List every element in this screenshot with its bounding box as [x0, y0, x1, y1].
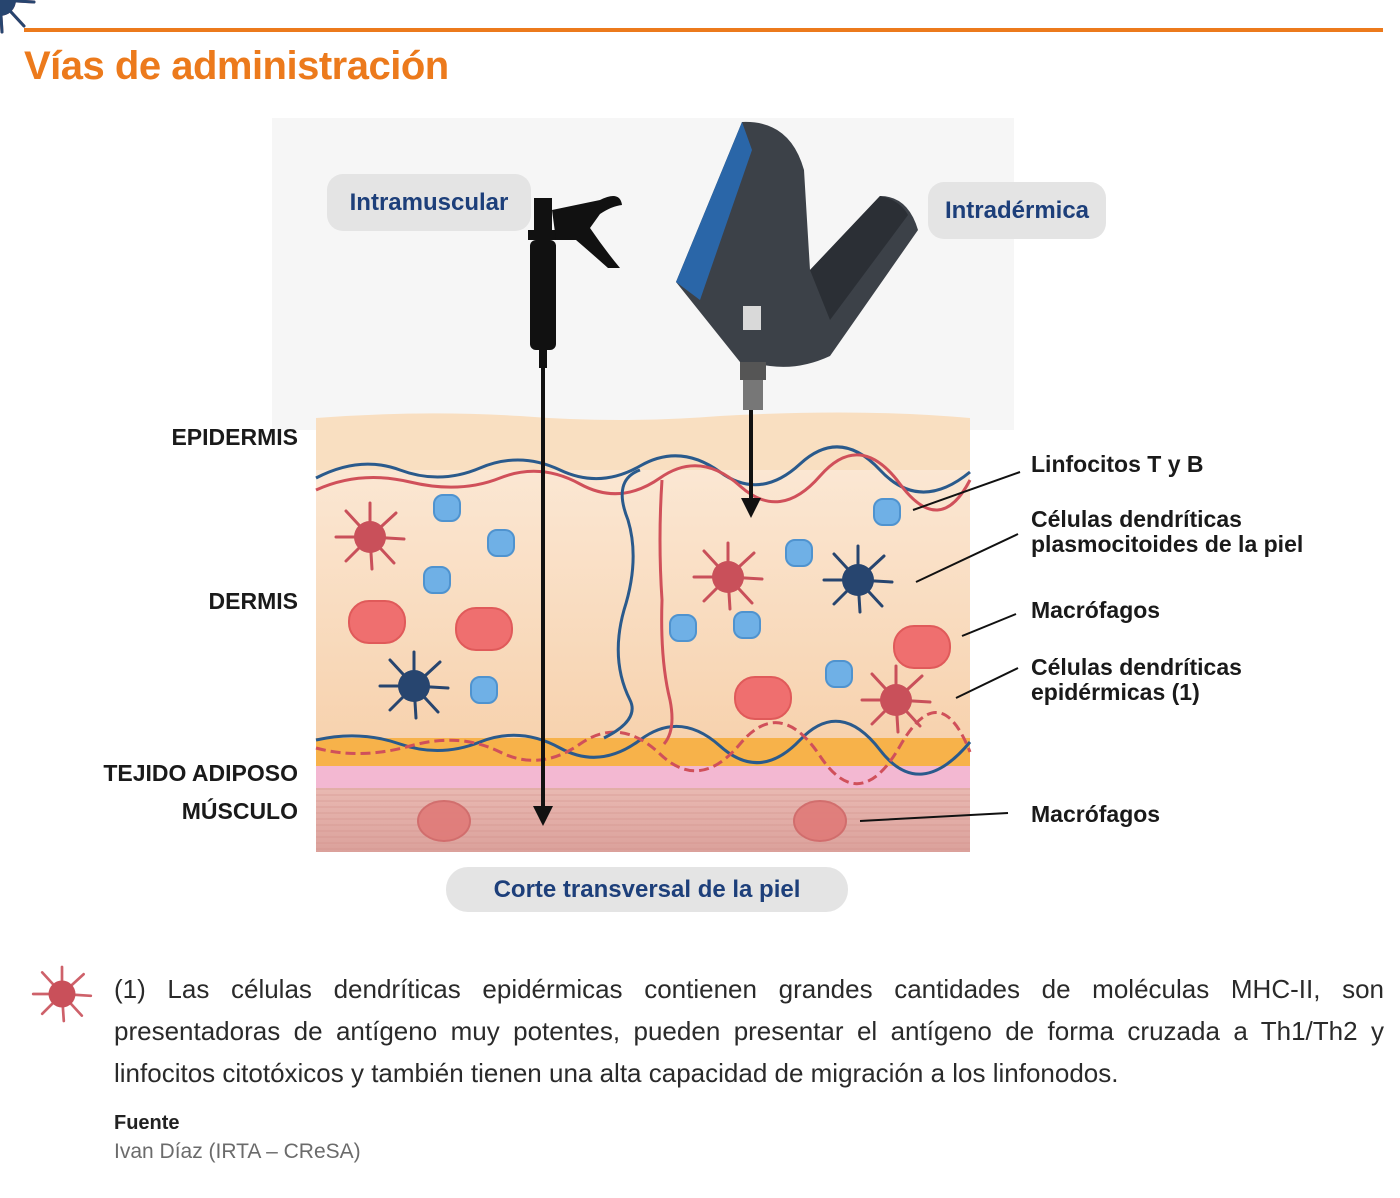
- label-lymphocytes: Linfocitos T y B: [1031, 451, 1204, 477]
- device-backdrop: [272, 118, 1014, 430]
- skin-section-caption: Corte transversal de la piel: [446, 867, 848, 912]
- syringe-icon: [528, 196, 622, 826]
- label-muscle-macrophages: Macrófagos: [1031, 801, 1161, 827]
- dendritic-cell-blue: [0, 0, 36, 34]
- source-heading: Fuente: [114, 1112, 180, 1134]
- label-macrophages: Macrófagos: [1031, 597, 1161, 623]
- layer-epidermis-label: EPIDERMIS: [171, 424, 298, 450]
- intradermal-route-label: Intradérmica: [928, 182, 1106, 239]
- label-epidermal-line2: epidérmicas (1): [1031, 679, 1200, 705]
- blood-vessel-red: [315, 453, 972, 512]
- page-title: Vías de administración: [24, 44, 449, 88]
- layer-dermis-label: DERMIS: [208, 588, 298, 614]
- footnote-text: (1) Las células dendríticas epidérmicas …: [114, 974, 1384, 1088]
- layer-muscle-label: MÚSCULO: [181, 798, 298, 824]
- label-epidermal-line1: Células dendríticas: [1031, 654, 1242, 680]
- label-plasmacytoid-line1: Células dendríticas: [1031, 506, 1242, 532]
- layer-adipose-label: TEJIDO ADIPOSO: [103, 760, 298, 786]
- label-plasmacytoid-line2: plasmocitoides de la piel: [1031, 531, 1304, 557]
- dendritic-cell-icon: [31, 965, 93, 1023]
- needle-free-injector-icon: [676, 121, 918, 518]
- intramuscular-route-label: Intramuscular: [327, 174, 531, 231]
- epidermis-layer: [316, 412, 970, 470]
- label-epidermal-dc: Células dendríticas epidérmicas (1): [1031, 655, 1242, 705]
- header-rule: [24, 28, 1383, 32]
- source-value: Ivan Díaz (IRTA – CReSA): [114, 1140, 361, 1163]
- adipose-layer-pink: [316, 766, 970, 788]
- label-plasmacytoid-dc: Células dendríticas plasmocitoides de la…: [1031, 507, 1303, 557]
